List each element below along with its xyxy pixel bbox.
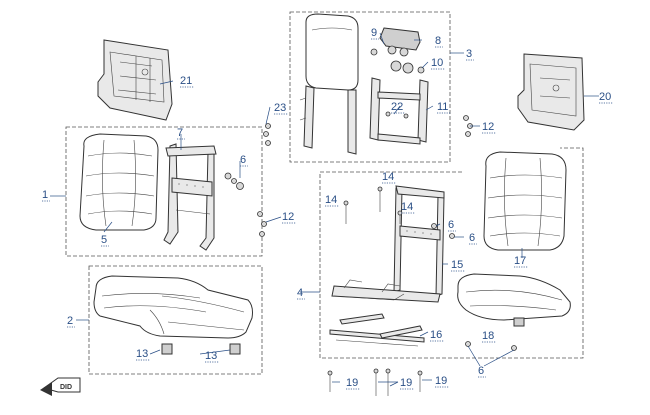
hardware-nuts-backrest bbox=[224, 123, 271, 237]
backrest-assembly-box bbox=[65, 126, 263, 257]
callout-1: 1 bbox=[42, 189, 48, 201]
callout-18: 18 bbox=[482, 330, 494, 342]
callout-6b: 6 bbox=[448, 219, 454, 231]
callout-6d: 6 bbox=[478, 365, 484, 377]
callout-6a: 6 bbox=[240, 154, 246, 166]
part-headrest-bracket bbox=[369, 27, 429, 145]
callout-2: 2 bbox=[67, 315, 73, 327]
part-seat-frame bbox=[331, 185, 445, 303]
leader-lines bbox=[50, 32, 599, 387]
frame-assembly-box bbox=[319, 147, 584, 359]
callout-5: 5 bbox=[101, 234, 107, 246]
callout-15: 15 bbox=[451, 259, 463, 271]
part-seat-cushion-right bbox=[457, 273, 571, 327]
callout-11: 11 bbox=[437, 101, 448, 113]
callout-7: 7 bbox=[177, 127, 183, 139]
callout-6c: 6 bbox=[469, 232, 475, 244]
callout-10: 10 bbox=[431, 57, 443, 69]
callout-3: 3 bbox=[466, 48, 472, 60]
callout-14a: 14 bbox=[325, 194, 337, 206]
part-backrest-frame bbox=[163, 143, 217, 251]
callout-19b: 19 bbox=[400, 377, 412, 389]
part-backrest-cushion bbox=[79, 133, 159, 231]
callout-12a: 12 bbox=[282, 211, 294, 223]
callout-21: 21 bbox=[180, 75, 192, 87]
callout-23: 23 bbox=[274, 102, 286, 114]
badge-text: DID bbox=[60, 384, 72, 391]
callout-19a: 19 bbox=[346, 377, 358, 389]
callout-14c: 14 bbox=[401, 201, 413, 213]
part-seat-cushion bbox=[93, 275, 253, 355]
hardware-bolts-frame bbox=[327, 186, 517, 396]
headrest-assembly-box bbox=[289, 11, 451, 163]
callout-13b: 13 bbox=[205, 350, 217, 362]
part-back-panel-right bbox=[517, 53, 585, 131]
callout-14b: 14 bbox=[382, 171, 394, 183]
part-back-panel-left bbox=[97, 39, 173, 121]
callout-16: 16 bbox=[430, 329, 442, 341]
direction-badge: DID bbox=[40, 377, 81, 396]
callout-19c: 19 bbox=[435, 375, 447, 387]
callout-13a: 13 bbox=[136, 348, 148, 360]
callout-4: 4 bbox=[297, 287, 303, 299]
part-slide-rails bbox=[329, 313, 425, 347]
callout-22: 22 bbox=[391, 101, 403, 113]
callout-labels: 1 2 3 4 5 6 6 6 6 7 8 9 10 11 12 12 13 1… bbox=[42, 27, 611, 389]
callout-17: 17 bbox=[514, 255, 526, 267]
part-headrest bbox=[299, 13, 359, 155]
callout-9: 9 bbox=[371, 27, 377, 39]
callout-12b: 12 bbox=[482, 121, 494, 133]
callout-20: 20 bbox=[599, 91, 611, 103]
part-backrest-cushion-right bbox=[483, 151, 567, 251]
callout-8: 8 bbox=[435, 35, 441, 47]
